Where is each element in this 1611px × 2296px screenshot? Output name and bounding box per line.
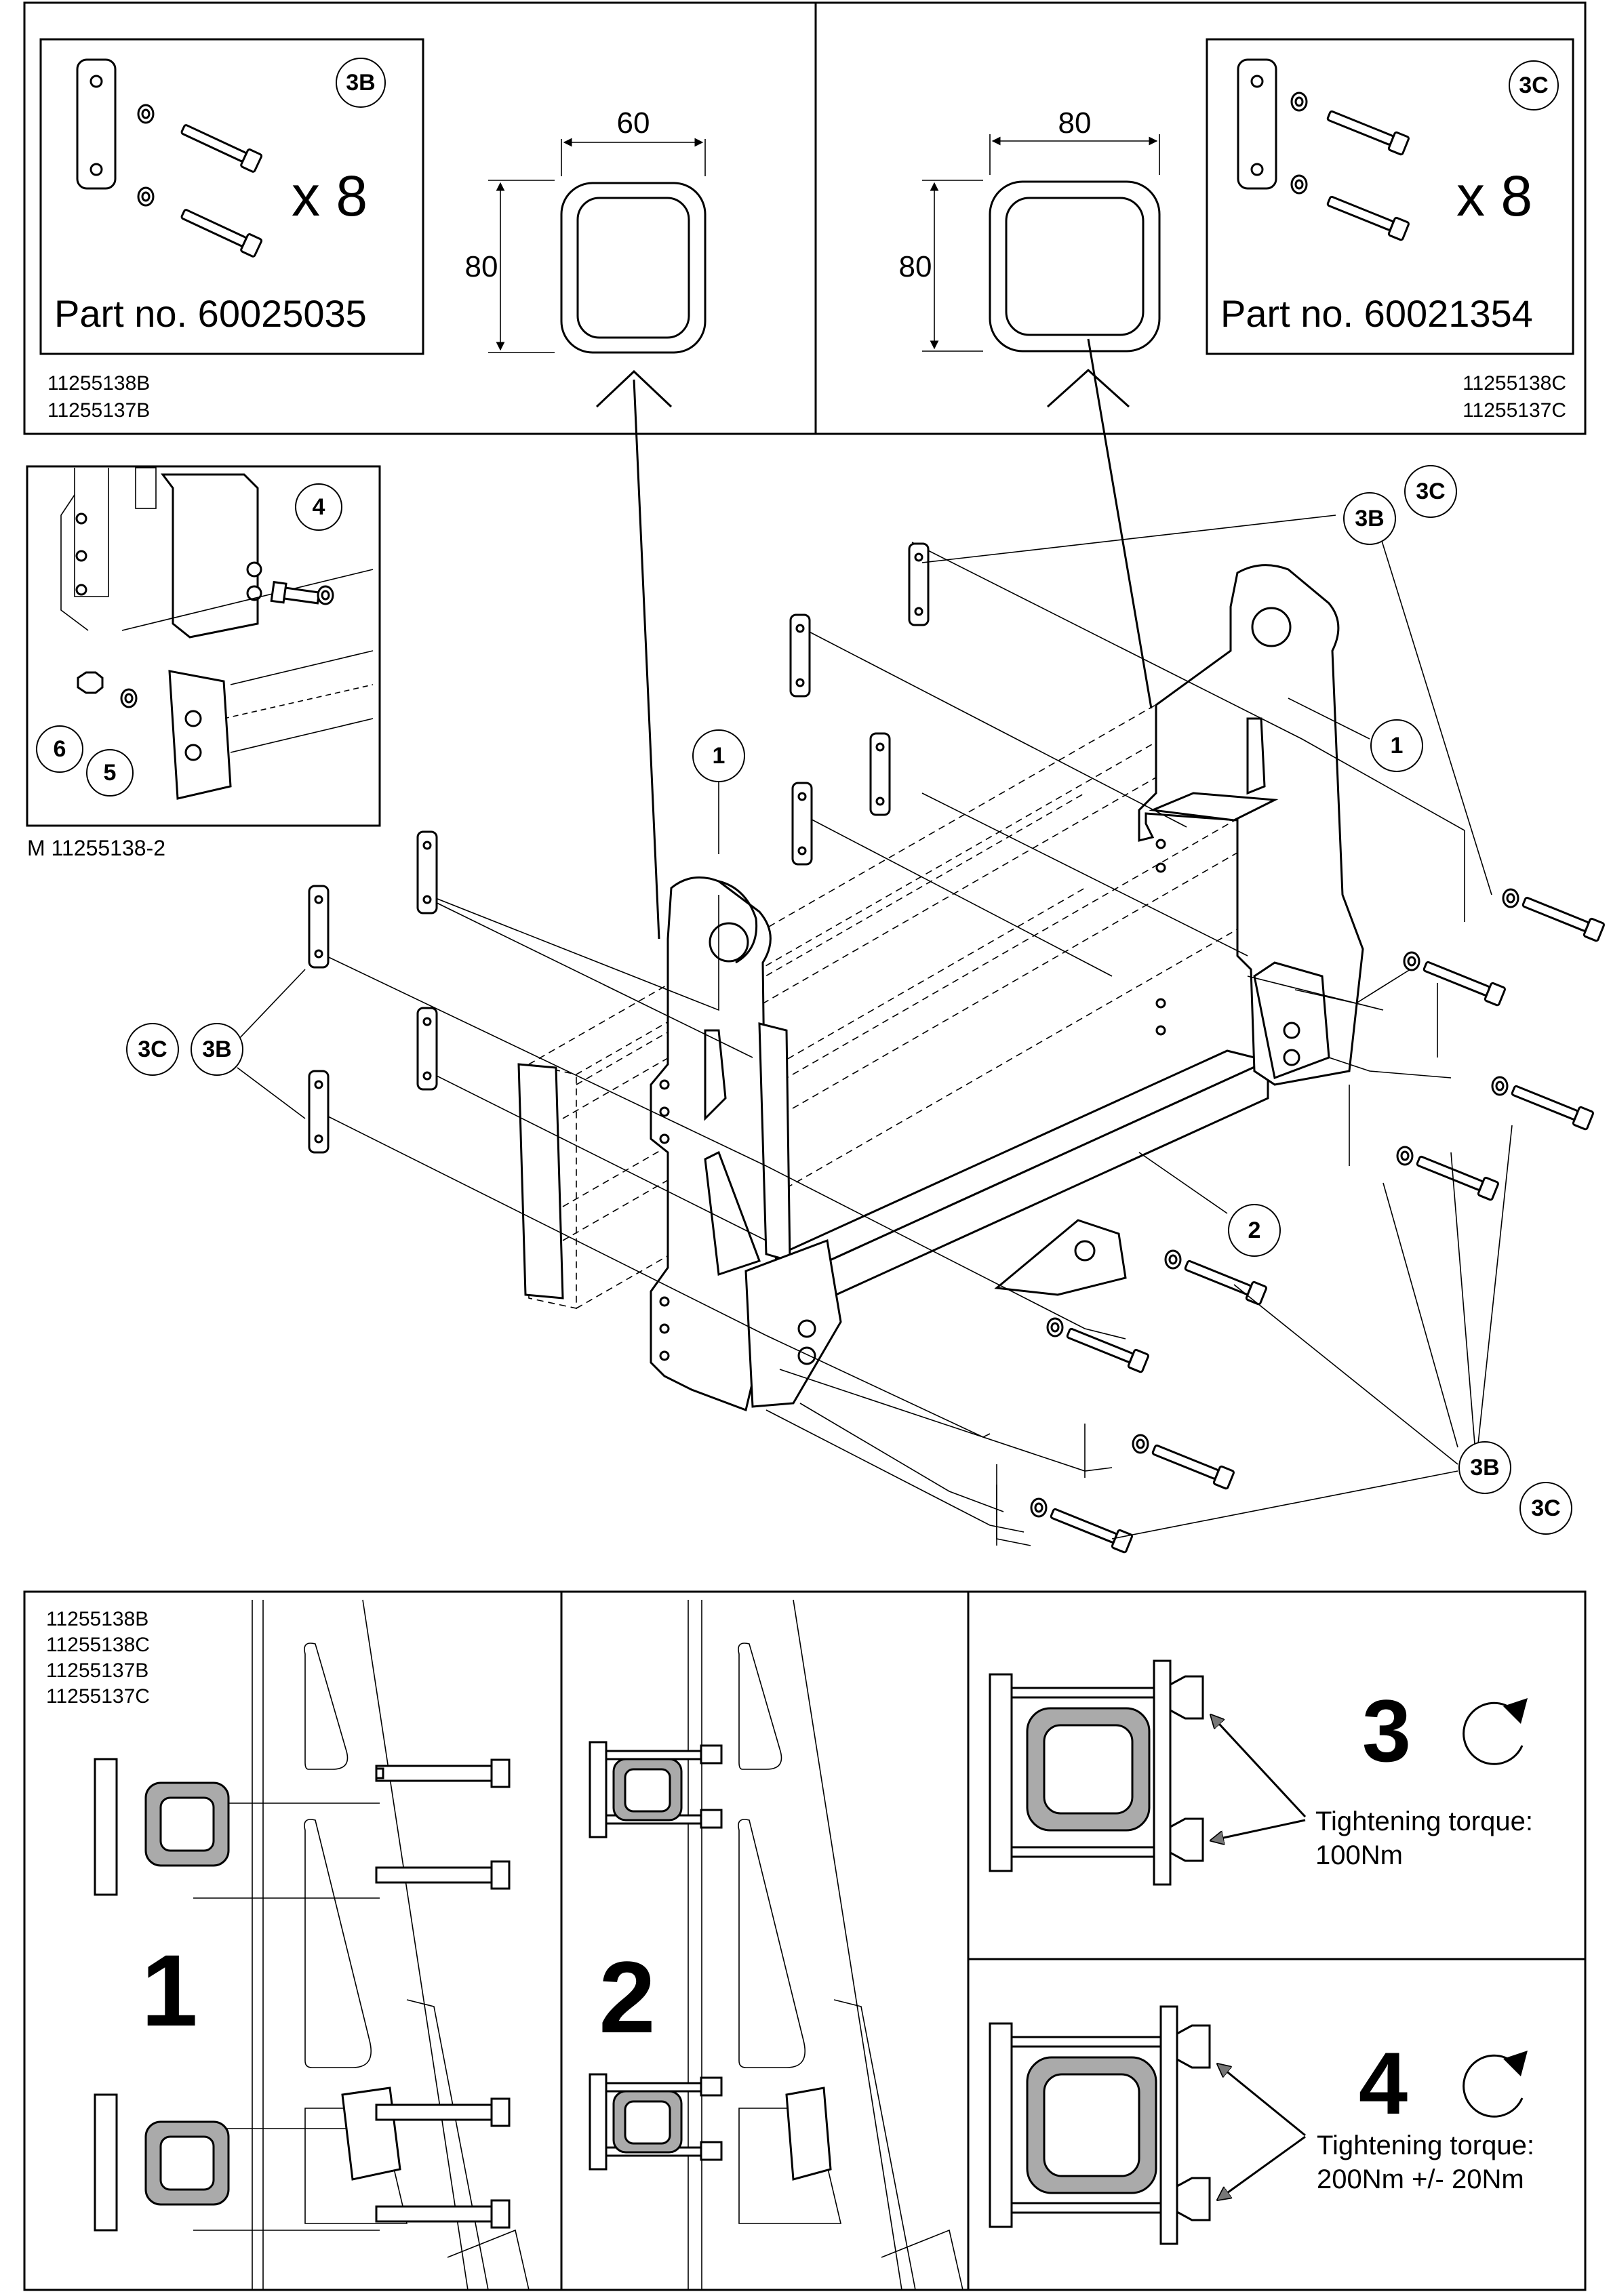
- kit-3b-badge: 3B: [336, 58, 386, 108]
- callout-4: 4: [313, 494, 325, 520]
- nut-icon: [1169, 1675, 1204, 1720]
- callout-3c: 3C: [138, 1036, 167, 1062]
- spacer-plate-icon: [76, 58, 117, 190]
- model-code: 11255137B: [46, 1659, 148, 1682]
- spacer-plate-icon: [791, 782, 813, 866]
- callout-3c: 3C: [1416, 479, 1445, 504]
- washer-icon: [1290, 92, 1308, 112]
- step-2-panel: 2: [589, 1599, 963, 2291]
- bolt-icon: [178, 203, 263, 258]
- width-dimension: 60: [617, 106, 650, 140]
- tube-section-80x80: 80 80: [899, 106, 1161, 408]
- torque-label: Tightening torque:: [1317, 2131, 1534, 2160]
- callout-3b: 3B: [1355, 506, 1384, 531]
- step-1-panel: 11255138B 11255138C 11255137B 11255137C: [46, 1599, 530, 2291]
- step-number: 1: [141, 1933, 197, 2047]
- kit-3c-badge: 3C: [1509, 60, 1559, 110]
- spacer-plate-icon: [1237, 58, 1277, 190]
- height-dimension: 80: [465, 250, 498, 283]
- leader-line: [1087, 338, 1153, 709]
- model-code: 11255138C: [46, 1634, 150, 1656]
- step-number: 2: [599, 1940, 655, 2054]
- torque-value: 100Nm: [1315, 1840, 1403, 1870]
- rotate-clockwise-icon: [1463, 1697, 1529, 1765]
- callout-1: 1: [713, 743, 725, 769]
- step-number: 4: [1359, 2034, 1408, 2133]
- model-code: 11255138B: [46, 1608, 148, 1630]
- torque-value: 200Nm +/- 20Nm: [1317, 2164, 1524, 2194]
- nut-icon: [1176, 2024, 1211, 2069]
- washer-icon: [120, 688, 138, 708]
- nut-icon: [1176, 2177, 1211, 2221]
- rotate-clockwise-icon: [1463, 2049, 1529, 2118]
- torque-label: Tightening torque:: [1315, 1807, 1533, 1836]
- washer-icon: [137, 186, 155, 207]
- bolt-icon: [375, 1758, 511, 1788]
- part-number: Part no. 60025035: [54, 292, 367, 335]
- spacer-plate-icon: [869, 732, 891, 816]
- tube-section-60x80: 60 80: [465, 106, 707, 408]
- spacer-plate-icon: [908, 542, 930, 626]
- fastener: [1046, 1317, 1150, 1374]
- arrow-up-icon: [1046, 368, 1130, 408]
- callout-2: 2: [1248, 1217, 1261, 1243]
- model-code: 11255137C: [1463, 399, 1566, 422]
- spacer-plate-icon: [416, 830, 438, 914]
- spacer-plate-icon: [416, 1007, 438, 1091]
- fastener: [1132, 1434, 1235, 1491]
- model-code: 11255137C: [46, 1685, 150, 1708]
- detail-inset: 4 5 6: [26, 465, 381, 827]
- kit-3b-parts-box: 3B x 8 Part no. 60025035: [39, 38, 424, 355]
- kit-3c-parts-box: 3C x 8 Part no. 60021354: [1206, 38, 1574, 355]
- bolt-icon: [375, 2097, 511, 2127]
- fastener: [1403, 951, 1507, 1007]
- washer-icon: [1290, 174, 1308, 195]
- nut-icon: [1169, 1817, 1204, 1862]
- spacer-plate-icon: [789, 613, 811, 698]
- bolt-icon: [375, 1860, 511, 1890]
- steps-frame: [23, 1590, 1587, 2291]
- washer-icon: [137, 104, 155, 124]
- quantity-label: x 8: [1456, 164, 1532, 228]
- callout-3b: 3B: [1470, 1455, 1499, 1481]
- nut-icon: [77, 671, 104, 694]
- spacer-plate-icon: [308, 1070, 330, 1154]
- main-assembly-view: 1 1 2 3C 3B 3C 3B 3B 3C: [126, 465, 1606, 1554]
- model-code: 11255138B: [47, 372, 150, 395]
- bolt-icon: [1324, 190, 1410, 242]
- inset-reference: M 11255138-2: [27, 836, 165, 860]
- step-3-panel: 3 Tightening torque: 100Nm: [989, 1659, 1533, 1886]
- callout-1: 1: [1391, 733, 1404, 759]
- fastener: [1491, 1076, 1595, 1131]
- svg-text:3B: 3B: [346, 70, 375, 96]
- callout-5: 5: [104, 760, 117, 786]
- step-4-panel: 4 Tightening torque: 200Nm +/- 20Nm: [989, 2005, 1534, 2245]
- callout-6: 6: [54, 736, 66, 762]
- washer-icon: [317, 585, 334, 605]
- spacer-plate-icon: [308, 885, 330, 969]
- part-number: Part no. 60021354: [1220, 292, 1533, 335]
- top-frame: [23, 1, 1587, 435]
- step-number: 3: [1362, 1681, 1411, 1780]
- height-dimension: 80: [899, 250, 932, 283]
- bolt-icon: [178, 119, 263, 174]
- fastener: [1030, 1497, 1134, 1554]
- model-code: 11255138C: [1463, 372, 1566, 395]
- svg-text:3C: 3C: [1519, 73, 1548, 98]
- fastener: [1502, 888, 1606, 943]
- fastener: [1396, 1146, 1500, 1202]
- callout-3c: 3C: [1531, 1495, 1560, 1521]
- quantity-label: x 8: [292, 164, 367, 228]
- bolt-icon: [270, 580, 321, 605]
- arrow-up-icon: [595, 369, 673, 408]
- width-dimension: 80: [1058, 106, 1092, 140]
- bolt-icon: [1324, 105, 1410, 157]
- bolt-icon: [375, 2199, 511, 2229]
- model-code: 11255137B: [47, 399, 150, 422]
- callout-3b: 3B: [202, 1036, 231, 1062]
- leader-line: [633, 379, 660, 940]
- fastener: [1164, 1249, 1268, 1306]
